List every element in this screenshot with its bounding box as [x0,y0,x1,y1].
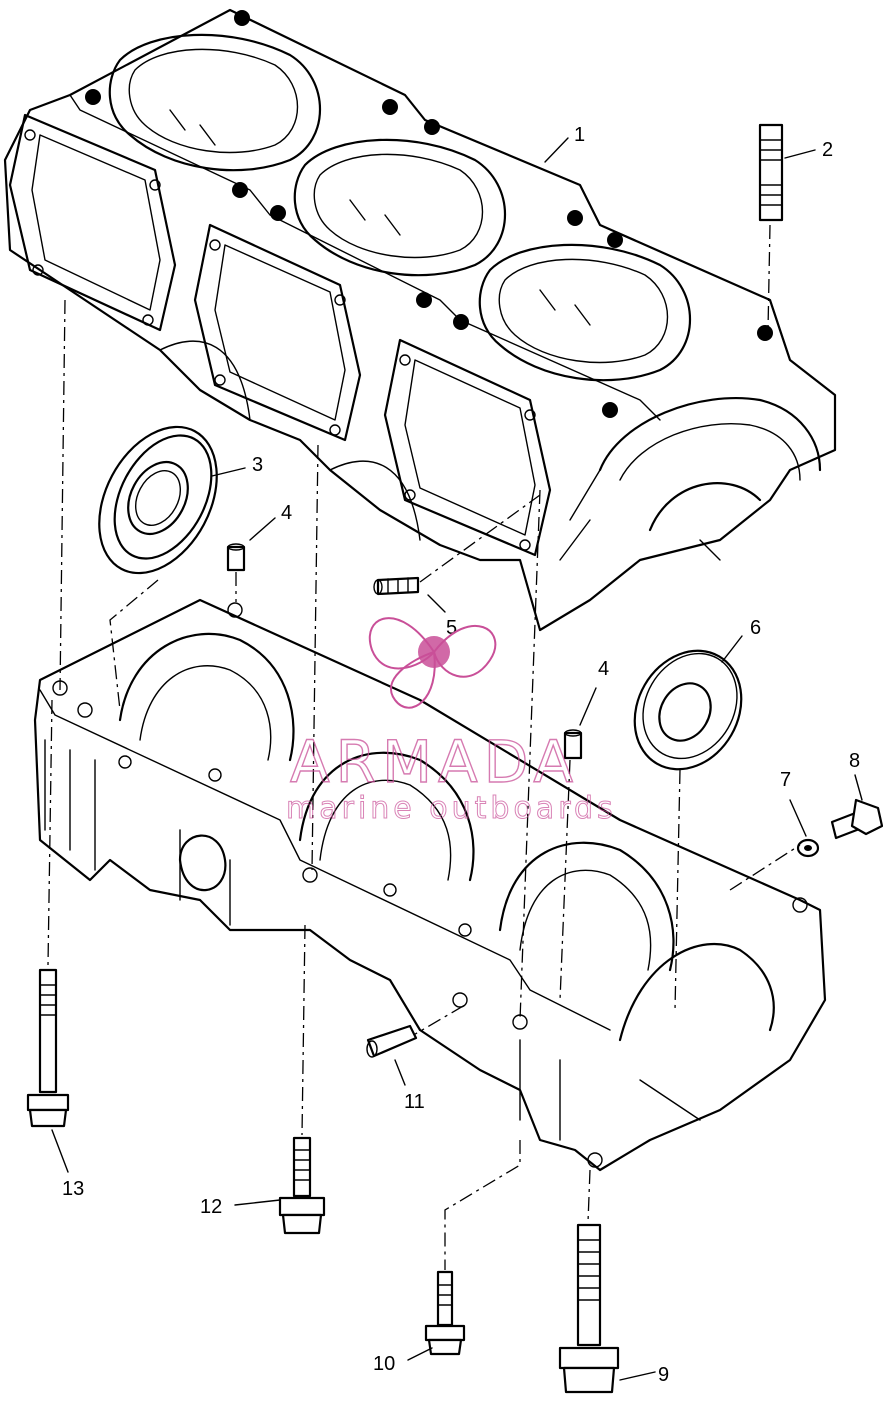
dowel-pin-4-lower [563,729,583,760]
bolt-9 [558,1223,620,1394]
callout-10: 10 [373,1353,395,1375]
callout-11: 11 [404,1091,425,1113]
callout-5: 5 [446,617,457,639]
propeller-logo [369,617,497,709]
bolt-8 [830,798,883,840]
dowel-pin-4-upper [226,543,246,572]
callout-1: 1 [574,124,585,146]
leader-lines [51,137,863,1381]
watermark-brand: ARMADA [290,728,579,796]
callout-6: 6 [750,617,761,639]
callout-2: 2 [822,139,833,161]
lower-crankcase [33,598,827,1172]
oil-seal-3 [98,425,218,575]
upper-crankcase [3,8,837,632]
callout-9: 9 [658,1364,669,1386]
pin-5 [373,576,420,596]
callout-13: 13 [62,1178,84,1200]
callout-labels: 1 2 3 4 4 5 6 7 8 9 10 11 12 13 [62,124,860,1386]
bolt-13 [26,968,70,1128]
callout-12: 12 [200,1196,222,1218]
oil-seal-6 [633,649,743,771]
watermark-tagline: marine outboards [286,791,617,826]
washer-7 [796,838,820,858]
watermark: ARMADA marine outboards [286,617,617,827]
stud-2 [758,123,784,222]
callout-4-lower: 4 [598,658,609,680]
callout-3: 3 [252,454,263,476]
bolt-12 [278,1136,326,1235]
callout-8: 8 [849,750,860,772]
callout-4-upper: 4 [281,502,292,524]
assembly-lines [47,224,801,1270]
pin-11 [366,1024,418,1058]
bolt-10 [424,1270,466,1356]
callout-7: 7 [780,769,791,791]
